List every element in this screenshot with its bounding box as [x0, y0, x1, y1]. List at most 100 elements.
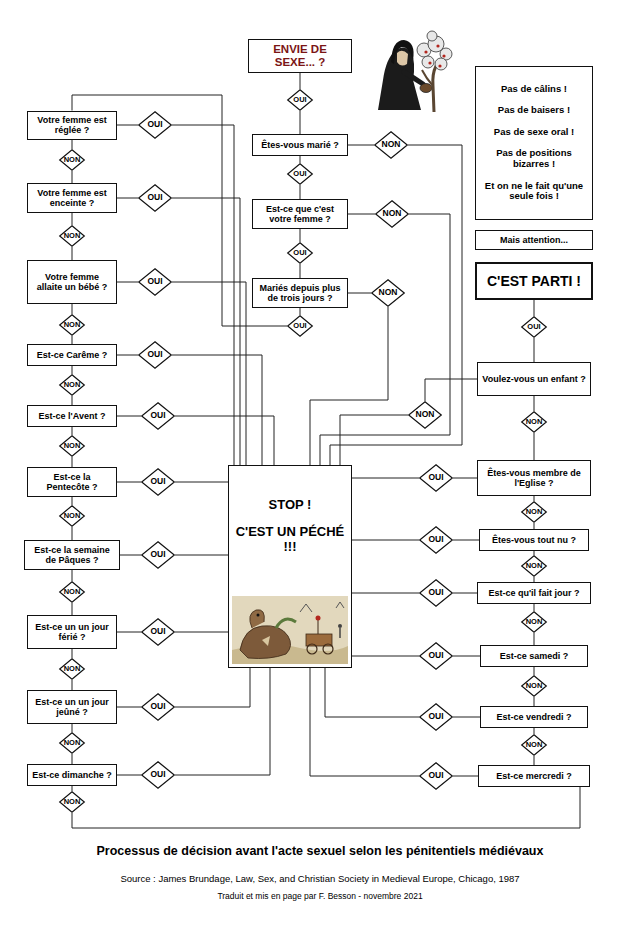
- connector: [72, 527, 73, 540]
- decision-diamond: OUI: [141, 618, 175, 646]
- question-box: Êtes-vous marié ?: [252, 134, 348, 156]
- node-text: NON: [526, 741, 543, 750]
- node-text: Pas de baisers !: [498, 105, 570, 116]
- connector: [534, 496, 535, 501]
- connector: [534, 633, 535, 645]
- decision-diamond: NON: [521, 555, 547, 577]
- credit-line: Traduit et mis en page par F. Besson - n…: [0, 891, 640, 901]
- connector: [348, 214, 375, 215]
- node-text: Et on ne le fait qu'une seule fois !: [481, 181, 587, 203]
- question-box: Êtes-vous tout nu ?: [479, 529, 589, 551]
- connector: [300, 264, 301, 278]
- connector: [310, 307, 388, 465]
- connector: [340, 415, 408, 465]
- connector: [352, 540, 419, 541]
- node-text: NON: [379, 288, 398, 298]
- node-text: OUI: [527, 323, 540, 332]
- question-box: Est-ce la Pentecôte ?: [27, 467, 117, 497]
- node-text: OUI: [428, 588, 443, 598]
- connector: [72, 570, 73, 581]
- connector: [72, 754, 73, 764]
- stop-box: STOP !C'EST UN PÉCHÉ !!!: [228, 465, 352, 668]
- connector: [72, 336, 73, 344]
- node-text: OUI: [150, 477, 165, 487]
- note-box: Mais attention...: [475, 230, 593, 250]
- connector: [72, 497, 73, 505]
- decision-diamond: NON: [521, 611, 547, 633]
- decision-diamond: OUI: [521, 316, 547, 338]
- decision-diamond: OUI: [141, 541, 175, 569]
- decision-diamond: NON: [59, 225, 85, 247]
- connector: [453, 478, 477, 479]
- decision-diamond: OUI: [287, 315, 313, 337]
- connector: [300, 185, 301, 199]
- connector: [300, 111, 301, 134]
- question-box: Voulez-vous un enfant ?: [477, 362, 591, 396]
- connector: [175, 416, 274, 465]
- question-box: Êtes-vous membre de l'Eglise ?: [477, 460, 591, 496]
- decision-diamond: NON: [59, 658, 85, 680]
- question-box: Est-ce dimanche ?: [27, 764, 117, 786]
- connector: [320, 214, 450, 465]
- connector: [72, 724, 73, 732]
- node-text: Votre femme est réglée ?: [32, 115, 112, 136]
- decision-diamond: OUI: [287, 89, 313, 111]
- decision-diamond: NON: [59, 791, 85, 813]
- connector: [172, 125, 234, 465]
- node-text: OUI: [150, 770, 165, 780]
- connector: [534, 300, 535, 316]
- decision-diamond: OUI: [141, 693, 175, 721]
- node-text: OUI: [428, 712, 443, 722]
- chart-title: Processus de décision avant l'acte sexue…: [0, 844, 640, 858]
- node-text: Votre femme est enceinte ?: [32, 188, 112, 209]
- connector: [72, 304, 73, 314]
- decision-diamond: NON: [371, 279, 405, 307]
- decision-diamond: NON: [375, 200, 409, 228]
- node-text: NON: [526, 682, 543, 691]
- node-text: OUI: [293, 249, 306, 258]
- connector: [72, 140, 73, 150]
- connector: [175, 668, 250, 707]
- node-text: Est-ce un un jour jeûné ?: [32, 697, 112, 718]
- connector: [72, 213, 73, 225]
- decision-diamond: NON: [59, 314, 85, 336]
- node-text: NON: [64, 739, 81, 748]
- connector: [72, 427, 73, 435]
- node-text: Êtes-vous membre de l'Eglise ?: [482, 468, 586, 489]
- node-text: Mariés depuis plus de trois jours ?: [257, 283, 343, 304]
- node-text: NON: [526, 508, 543, 517]
- decision-diamond: OUI: [287, 242, 313, 264]
- question-box: Est-ce qu'il fait jour ?: [477, 582, 591, 604]
- node-text: NON: [526, 618, 543, 627]
- connector: [352, 656, 419, 657]
- connector: [120, 555, 141, 556]
- node-text: Voulez-vous un enfant ?: [482, 374, 585, 384]
- question-box: Votre femme allaite un bébé ?: [27, 260, 117, 304]
- node-text: OUI: [147, 120, 162, 130]
- node-text: OUI: [293, 170, 306, 179]
- node-text: OUI: [147, 277, 162, 287]
- connector: [117, 282, 138, 283]
- node-text: NON: [64, 798, 81, 807]
- decision-diamond: NON: [521, 501, 547, 523]
- node-text: Est-ce la semaine de Pâques ?: [29, 545, 115, 566]
- decision-diamond: OUI: [141, 761, 175, 789]
- node-text: Pas de câlins !: [501, 84, 567, 95]
- question-box: Est-ce un un jour férié ?: [27, 615, 117, 649]
- decision-diamond: OUI: [419, 464, 453, 492]
- node-text: NON: [64, 588, 81, 597]
- decision-diamond: OUI: [287, 163, 313, 185]
- node-text: OUI: [150, 411, 165, 421]
- node-text: OUI: [293, 96, 306, 105]
- node-text: OUI: [428, 535, 443, 545]
- question-box: Est-ce Carême ?: [27, 344, 117, 366]
- go-box: C'EST PARTI !: [475, 262, 593, 300]
- node-text: STOP !: [269, 498, 312, 513]
- decision-diamond: NON: [59, 435, 85, 457]
- node-text: NON: [64, 381, 81, 390]
- decision-diamond: OUI: [138, 184, 172, 212]
- node-text: OUI: [428, 771, 443, 781]
- connector: [300, 229, 301, 242]
- node-text: Est-ce vendredi ?: [496, 712, 571, 722]
- node-text: NON: [64, 442, 81, 451]
